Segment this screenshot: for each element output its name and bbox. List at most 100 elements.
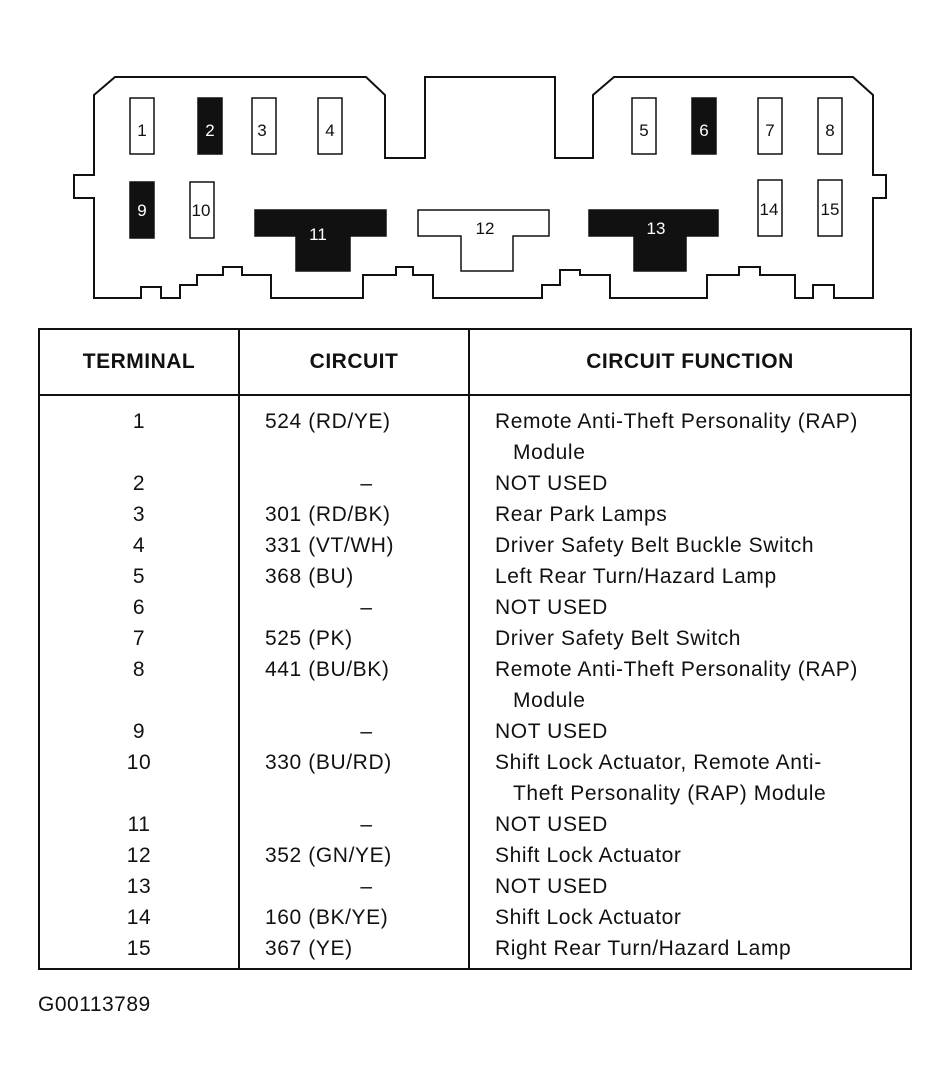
circuit-column-header: CIRCUIT bbox=[239, 329, 470, 396]
pin-7: 7 bbox=[757, 97, 783, 155]
circuit-cell: – bbox=[239, 871, 470, 902]
circuit-function-cell: Left Rear Turn/Hazard Lamp bbox=[469, 561, 911, 592]
circuit-cell: – bbox=[239, 809, 470, 840]
pin-6: 6 bbox=[691, 97, 717, 155]
pin-11: 11 bbox=[254, 209, 387, 272]
circuit-function-continuation: Theft Personality (RAP) Module bbox=[513, 782, 827, 805]
terminal-cell: 5 bbox=[39, 561, 240, 592]
circuit-function-cell: NOT USED bbox=[469, 468, 911, 499]
pin-label: 14 bbox=[760, 200, 779, 219]
pin-10: 10 bbox=[189, 181, 215, 239]
figure-id: G00113789 bbox=[38, 993, 151, 1016]
table-row: 13–NOT USED bbox=[39, 871, 911, 902]
circuit-cell: – bbox=[239, 592, 470, 623]
circuit-function-cell: Shift Lock Actuator bbox=[469, 840, 911, 871]
pin-label: 11 bbox=[309, 225, 327, 244]
circuit-cell: – bbox=[239, 468, 470, 499]
terminal-cell: 12 bbox=[39, 840, 240, 871]
circuit-cell: 368 (BU) bbox=[239, 561, 470, 592]
terminal-cell: 6 bbox=[39, 592, 240, 623]
circuit-function-cell: NOT USED bbox=[469, 592, 911, 623]
pin-label: 2 bbox=[205, 121, 214, 140]
terminal-column-header: TERMINAL bbox=[39, 329, 240, 396]
terminal-cell: 3 bbox=[39, 499, 240, 530]
terminal-cell: 1 bbox=[39, 395, 240, 468]
circuit-function-cell: Rear Park Lamps bbox=[469, 499, 911, 530]
circuit-function-cell: Right Rear Turn/Hazard Lamp bbox=[469, 933, 911, 969]
terminal-cell: 11 bbox=[39, 809, 240, 840]
pin-14: 14 bbox=[757, 179, 783, 237]
pin-label: 8 bbox=[825, 121, 834, 140]
circuit-function-cell: NOT USED bbox=[469, 809, 911, 840]
circuit-function-cell: Remote Anti-Theft Personality (RAP)Modul… bbox=[469, 395, 911, 468]
terminal-cell: 8 bbox=[39, 654, 240, 716]
circuit-cell: – bbox=[239, 716, 470, 747]
circuit-cell: 441 (BU/BK) bbox=[239, 654, 470, 716]
pin-3: 3 bbox=[251, 97, 277, 155]
pin-12: 12 bbox=[417, 209, 550, 272]
pin-label: 9 bbox=[137, 201, 146, 220]
circuit-function-text: Left Rear Turn/Hazard Lamp bbox=[495, 565, 777, 588]
pin-4: 4 bbox=[317, 97, 343, 155]
terminal-cell: 4 bbox=[39, 530, 240, 561]
circuit-cell: 367 (YE) bbox=[239, 933, 470, 969]
pin-15: 15 bbox=[817, 179, 843, 237]
pin-label: 6 bbox=[699, 121, 708, 140]
pin-9: 9 bbox=[129, 181, 155, 239]
terminal-cell: 9 bbox=[39, 716, 240, 747]
circuit-function-cell: Shift Lock Actuator bbox=[469, 902, 911, 933]
pin-label: 3 bbox=[257, 121, 266, 140]
circuit-function-text: NOT USED bbox=[495, 813, 608, 836]
terminal-cell: 7 bbox=[39, 623, 240, 654]
circuit-function-text: Driver Safety Belt Buckle Switch bbox=[495, 534, 815, 557]
circuit-function-text: NOT USED bbox=[495, 596, 608, 619]
circuit-function-text: NOT USED bbox=[495, 472, 608, 495]
circuit-function-cell: Driver Safety Belt Buckle Switch bbox=[469, 530, 911, 561]
table-row: 6– NOT USED bbox=[39, 592, 911, 623]
pinout-table-header: TERMINAL CIRCUIT CIRCUIT FUNCTION bbox=[39, 329, 911, 396]
circuit-function-text: NOT USED bbox=[495, 720, 608, 743]
circuit-function-cell: Shift Lock Actuator, Remote Anti- Theft P… bbox=[469, 747, 911, 809]
circuit-cell: 352 (GN/YE) bbox=[239, 840, 470, 871]
circuit-function-text: Shift Lock Actuator, Remote Anti- bbox=[495, 751, 822, 774]
circuit-function-cell: NOT USED bbox=[469, 716, 911, 747]
circuit-function-continuation: Module bbox=[513, 689, 586, 712]
circuit-function-text: Rear Park Lamps bbox=[495, 503, 668, 526]
pin-13: 13 bbox=[588, 209, 719, 272]
circuit-cell: 524 (RD/YE) bbox=[239, 395, 470, 468]
pin-label: 13 bbox=[647, 219, 666, 238]
circuit-function-cell: Remote Anti-Theft Personality (RAP)Modul… bbox=[469, 654, 911, 716]
pin-label: 4 bbox=[325, 121, 334, 140]
pin-label: 5 bbox=[639, 121, 648, 140]
circuit-function-column-header: CIRCUIT FUNCTION bbox=[469, 329, 911, 396]
pin-2: 2 bbox=[197, 97, 223, 155]
circuit-function-cell: Driver Safety Belt Switch bbox=[469, 623, 911, 654]
terminal-cell: 15 bbox=[39, 933, 240, 969]
circuit-function-text: Right Rear Turn/Hazard Lamp bbox=[495, 937, 792, 960]
circuit-cell: 160 (BK/YE) bbox=[239, 902, 470, 933]
circuit-cell: 331 (VT/WH) bbox=[239, 530, 470, 561]
connector-outline bbox=[73, 76, 887, 299]
circuit-cell: 301 (RD/BK) bbox=[239, 499, 470, 530]
circuit-function-text: Driver Safety Belt Switch bbox=[495, 627, 742, 650]
circuit-function-text: Shift Lock Actuator bbox=[495, 906, 682, 929]
pin-1: 1 bbox=[129, 97, 155, 155]
circuit-cell: 330 (BU/RD) bbox=[239, 747, 470, 809]
terminal-cell: 14 bbox=[39, 902, 240, 933]
circuit-cell: 525 (PK) bbox=[239, 623, 470, 654]
circuit-function-text: NOT USED bbox=[495, 875, 608, 898]
terminal-cell: 10 bbox=[39, 747, 240, 809]
pin-label: 1 bbox=[137, 121, 146, 140]
